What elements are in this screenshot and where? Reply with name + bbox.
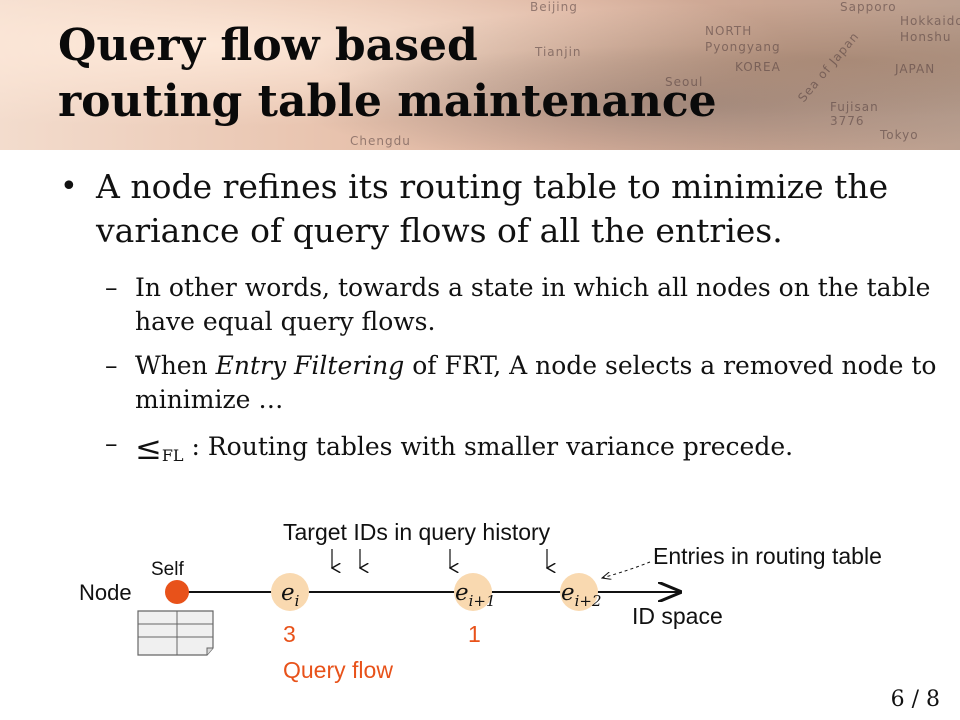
- entry-label-i: ei: [281, 580, 300, 610]
- query-flow-label: Query flow: [283, 657, 393, 683]
- title-banner: Beijing NORTH Pyongyang KOREA Tianjin Se…: [0, 0, 960, 150]
- map-label: Pyongyang: [705, 40, 781, 54]
- flow-value-i: 3: [283, 621, 296, 647]
- map-label: 3776: [830, 114, 865, 128]
- map-label: KOREA: [735, 60, 781, 74]
- entry-node-i2[interactable]: [560, 573, 598, 611]
- sub-bullet-3: – ≤FL : Routing tables with smaller vari…: [105, 427, 940, 473]
- title-line-2: routing table maintenance: [58, 76, 717, 127]
- entry-label-i2: ei+2: [561, 580, 602, 610]
- sub-bullet-1-text: In other words, towards a state in which…: [135, 273, 931, 336]
- title-line-1: Query flow based: [58, 20, 478, 71]
- map-label: Sapporo: [840, 0, 897, 14]
- sub-bullet-2: – When Entry Filtering of FRT, A node se…: [105, 349, 940, 417]
- sub-bullet-2-prefix: When: [135, 351, 216, 380]
- flow-value-i1: 1: [468, 621, 481, 647]
- slide-title: Query flow based routing table maintenan…: [58, 18, 717, 130]
- sub-bullet-2-text: When Entry Filtering of FRT, A node sele…: [135, 349, 940, 417]
- id-space-label: ID space: [632, 603, 723, 629]
- target-ids-label: Target IDs in query history: [283, 519, 551, 545]
- sub-bullet-3-text: ≤FL : Routing tables with smaller varian…: [135, 427, 940, 473]
- map-label: Seoul: [665, 75, 704, 89]
- self-node[interactable]: [165, 580, 189, 604]
- slide-content: • A node refines its routing table to mi…: [60, 165, 940, 473]
- entry-filtering-term: Entry Filtering: [215, 351, 405, 380]
- sub-dash: –: [105, 429, 118, 458]
- bullet-mark: •: [60, 169, 78, 204]
- map-label: Honshu: [900, 30, 952, 44]
- map-label: Sea of Japan: [795, 29, 862, 105]
- entry-label-i1: ei+1: [455, 580, 496, 610]
- main-bullet-text: A node refines its routing table to mini…: [96, 167, 889, 250]
- precede-symbol: ≤: [135, 429, 162, 467]
- entry-node-i1[interactable]: [454, 573, 492, 611]
- entry-node-i[interactable]: [271, 573, 309, 611]
- main-bullet: • A node refines its routing table to mi…: [60, 165, 940, 253]
- map-label: Tokyo: [880, 128, 919, 142]
- map-label: Fujisan: [830, 100, 879, 114]
- sub-bullet-2-suffix: of FRT, A node selects a removed node to…: [135, 351, 937, 414]
- map-label: Hokkaido: [900, 14, 960, 28]
- map-label: Beijing: [530, 0, 578, 14]
- routing-table-icon: [137, 610, 214, 656]
- map-label: Chengdu: [350, 134, 411, 148]
- node-label: Node: [79, 580, 132, 605]
- sub-bullet-1: – In other words, towards a state in whi…: [105, 271, 940, 339]
- precede-subscript: FL: [161, 446, 184, 465]
- self-label: Self: [151, 559, 184, 580]
- sub-dash: –: [105, 351, 118, 380]
- map-label: NORTH: [705, 24, 753, 38]
- entries-label: Entries in routing table: [653, 543, 882, 569]
- sub-bullet-3-body: : Routing tables with smaller variance p…: [183, 432, 794, 461]
- page-number: 6 / 8: [890, 687, 940, 712]
- sub-dash: –: [105, 273, 118, 302]
- map-label: JAPAN: [895, 62, 936, 76]
- map-label: Tianjin: [535, 45, 582, 59]
- entries-pointer: [602, 561, 651, 578]
